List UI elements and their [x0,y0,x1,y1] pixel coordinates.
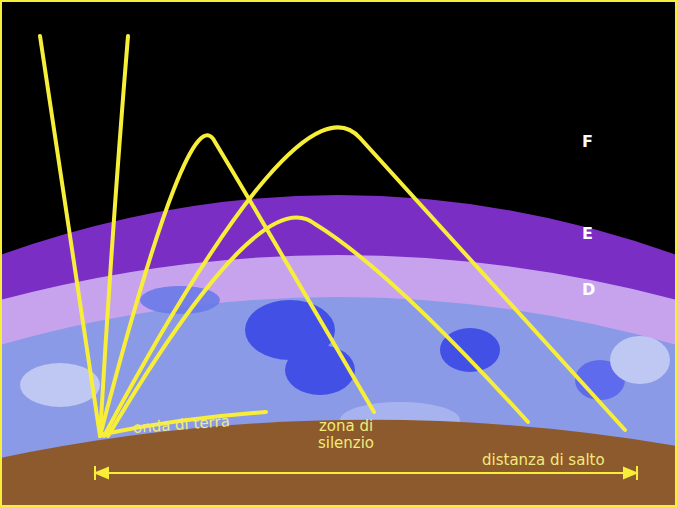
zone-label: zona di silenzio [300,418,392,453]
layer-label: F [582,133,593,151]
distance-label: distanza di salto [482,452,605,469]
layer-label: D [582,281,595,299]
layer-label: E [582,225,593,243]
